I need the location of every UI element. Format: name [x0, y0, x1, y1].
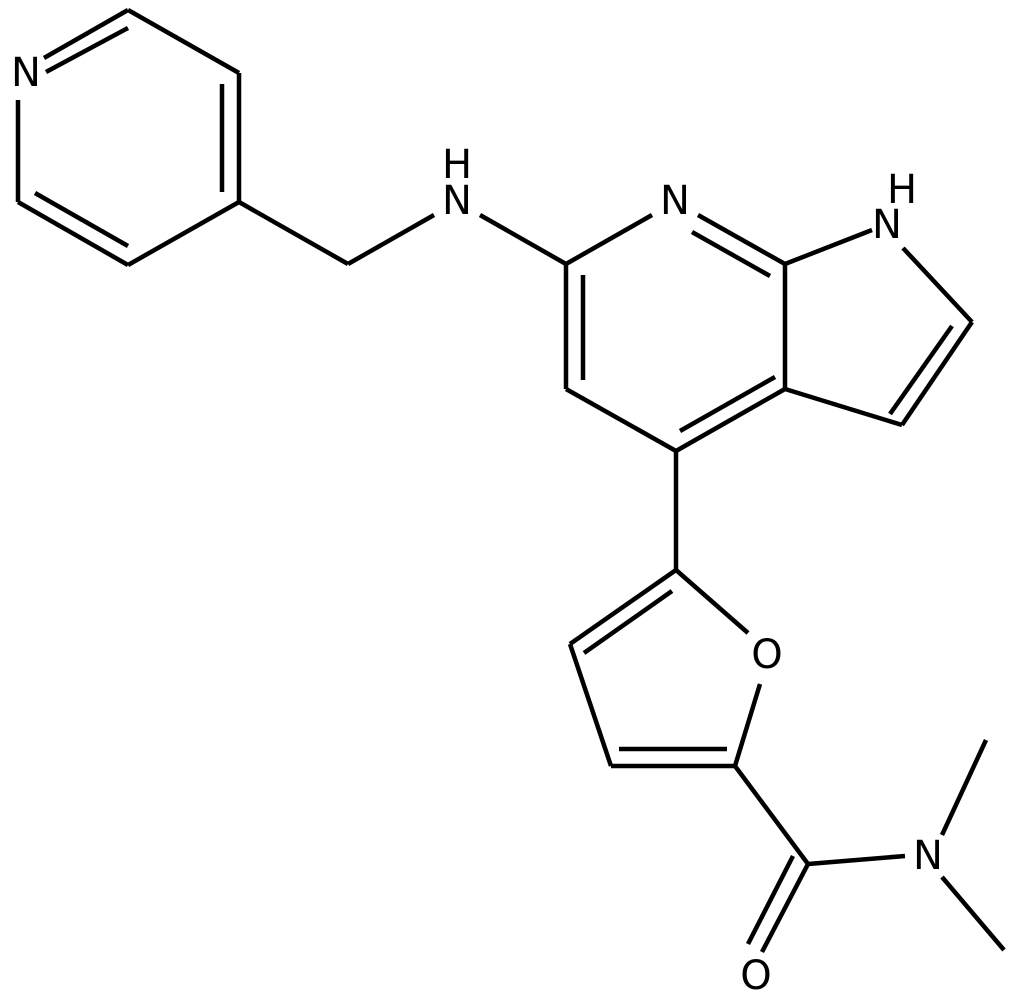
bond: [784, 386, 903, 428]
bond: [567, 643, 614, 767]
pyrrole-hydrogen-label: H: [887, 167, 917, 213]
amine-nitrogen-label: N: [442, 178, 472, 224]
bond: [678, 375, 777, 433]
bond: [42, 8, 130, 60]
bond: [568, 568, 678, 646]
amine-hydrogen-label: H: [442, 142, 472, 188]
bond: [237, 200, 350, 266]
bond: [745, 854, 796, 946]
amide-nitrogen-label: N: [913, 833, 943, 879]
bond: [478, 213, 568, 266]
bonds: [15, 8, 1006, 954]
bond: [346, 213, 436, 266]
bond: [582, 589, 674, 655]
ring-nitrogen-label: N: [660, 178, 690, 224]
bond: [564, 387, 678, 453]
bond: [888, 324, 954, 416]
bond: [760, 862, 810, 954]
pyridine-nitrogen-label: N: [11, 50, 41, 96]
bond: [901, 246, 974, 324]
bond: [16, 200, 130, 267]
bond: [784, 227, 873, 267]
bond: [900, 320, 974, 427]
bond: [940, 875, 1006, 952]
bond: [44, 26, 130, 74]
atom-labels: N N H N N H O N O: [11, 50, 943, 999]
pyrrole-nitrogen-label: N: [872, 202, 902, 248]
bond: [690, 230, 772, 278]
carbonyl-oxygen-label: O: [740, 953, 771, 999]
bond: [696, 213, 787, 266]
bond: [674, 568, 750, 635]
bond: [674, 387, 787, 453]
bond: [733, 764, 810, 866]
bond: [126, 200, 241, 267]
bond: [33, 191, 130, 248]
bond: [939, 739, 989, 836]
bond: [807, 853, 906, 867]
bond: [732, 683, 763, 767]
bond: [126, 8, 241, 75]
bond: [564, 213, 654, 266]
furan-oxygen-label: O: [751, 632, 782, 678]
